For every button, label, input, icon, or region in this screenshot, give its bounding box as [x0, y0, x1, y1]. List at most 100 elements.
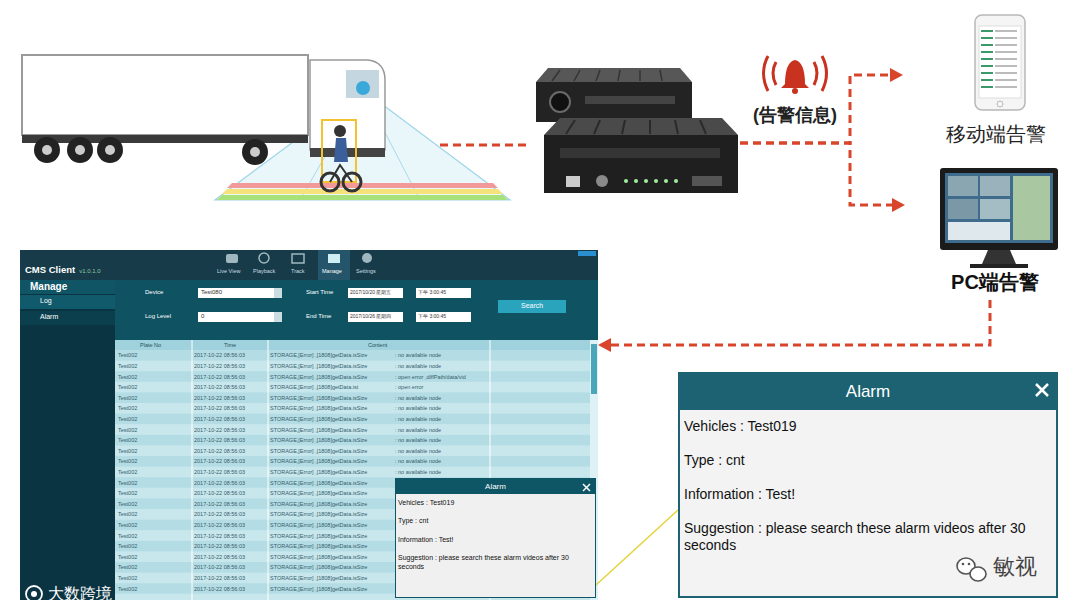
table-cell: Test002 — [118, 384, 137, 390]
table-cell: 2017-10-22 08:56:03 — [194, 469, 245, 475]
node-text: Information : Test! — [398, 536, 593, 544]
form-value: 下午 3:00:45 — [418, 290, 446, 296]
connector — [740, 68, 903, 143]
table-cell: 2017-10-22 08:56:03 — [194, 458, 245, 464]
table-cell: Test002 — [118, 501, 137, 507]
mdvr-device — [536, 68, 738, 193]
table-cell: 2017-10-22 08:56:03 — [194, 522, 245, 528]
table-cell: 2017-10-22 08:56:03 — [194, 427, 245, 433]
table-cell: Test002 — [118, 352, 137, 358]
table-cell: : no available node — [395, 405, 441, 411]
table-cell: 2017-10-22 08:56:03 — [194, 575, 245, 581]
table-cell: Test002 — [118, 363, 137, 369]
table-cell: 2017-10-22 08:56:03 — [194, 384, 245, 390]
table-cell: 2017-10-22 08:56:03 — [194, 405, 245, 411]
table-header: Time — [224, 342, 236, 348]
cms-client-window: CMS Clientv1.0.1.0AlarmVehicles : Test01… — [20, 250, 598, 600]
truck-figure — [22, 55, 385, 165]
table-cell: 2017-10-22 08:56:03 — [194, 363, 245, 369]
table-cell: 2017-10-22 08:56:03 — [194, 511, 245, 517]
table-cell: 2017-10-22 08:56:03 — [194, 437, 245, 443]
alarm-popup-small: AlarmVehicles : Test019Type : cntInforma… — [395, 478, 596, 598]
table-cell: STORAGE,[Error] ,[1808]getData.isSize — [270, 374, 367, 380]
table-cell: Test002 — [118, 405, 137, 411]
table-cell: Test002 — [118, 543, 137, 549]
arrowhead — [892, 198, 905, 212]
table-cell: Test002 — [118, 416, 137, 422]
node-text: Suggestion : please search these alarm v… — [398, 554, 593, 571]
table-header: Plate No — [140, 342, 161, 348]
table-cell: STORAGE,[Error] ,[1808]getData.isSize — [270, 437, 367, 443]
form-value: 2017/10/26 星期四 — [350, 314, 391, 320]
table-cell: : no available node — [395, 352, 441, 358]
table-cell: : no available node — [395, 416, 441, 422]
connector — [598, 300, 990, 352]
table-cell: STORAGE,[Error] ,[1808]getData.isSize — [270, 458, 367, 464]
pc-alarm-node: PC端告警 — [905, 165, 1070, 300]
table-cell: STORAGE,[Error] ,[1808]getData.isSize — [270, 480, 367, 486]
form-label: End Time — [306, 313, 331, 320]
table-cell: STORAGE,[Error] ,[1808]getData.isSize — [270, 564, 367, 570]
table-cell: Test002 — [118, 522, 137, 528]
nav-tab: Playback — [253, 268, 275, 274]
table-cell: : no available node — [395, 437, 441, 443]
form-value: Test080 — [201, 289, 222, 296]
table-cell: : open error — [395, 384, 423, 390]
mdvr-node — [528, 62, 740, 198]
connector-line — [740, 75, 891, 143]
table-cell: Test002 — [118, 533, 137, 539]
table-cell: Test002 — [118, 575, 137, 581]
table-cell: 2017-10-22 08:56:03 — [194, 352, 245, 358]
table-cell: 2017-10-22 08:56:03 — [194, 448, 245, 454]
table-cell: 2017-10-22 08:56:03 — [194, 480, 245, 486]
sidebar-item: Log — [40, 297, 52, 305]
connector-line — [740, 143, 893, 205]
table-cell: Test002 — [118, 374, 137, 380]
table-cell: STORAGE,[Error] ,[1808]getData.isSize — [270, 501, 367, 507]
table-cell: Test002 — [118, 458, 137, 464]
node-text: 移动端告警 — [903, 121, 1070, 148]
table-cell: STORAGE,[Error] ,[1808]getData.isSize — [270, 352, 367, 358]
table-cell: STORAGE,[Error] ,[1808]getData.isSize — [270, 554, 367, 560]
nav-tab: Track — [291, 268, 305, 274]
node-text: Type : cnt — [684, 452, 1052, 469]
table-cell: STORAGE,[Error] ,[1808]getData.isSize — [270, 363, 367, 369]
connector — [740, 143, 905, 212]
node-text: Vehicles : Test019 — [684, 418, 1052, 435]
form-value: 下午 3:00:45 — [418, 314, 446, 320]
table-cell: STORAGE,[Error] ,[1808]getData.isSize — [270, 469, 367, 475]
table-cell: 2017-10-22 08:56:03 — [194, 490, 245, 496]
table-cell: : open error ,diffPath/data/vid — [395, 374, 466, 380]
edge-label: (告警信息) — [751, 103, 839, 127]
node-text: v1.0.1.0 — [79, 268, 100, 274]
nav-tab: Settings — [356, 268, 376, 274]
watermark: 敏视 — [993, 555, 1037, 579]
form-label: Device — [145, 289, 163, 296]
table-cell: : no available node — [395, 427, 441, 433]
table-cell: 2017-10-22 08:56:03 — [194, 586, 245, 592]
node-text: PC端告警 — [905, 269, 1070, 296]
table-cell: : no available node — [395, 363, 441, 369]
table-cell: STORAGE,[Error] ,[1808]getData.isSize — [270, 490, 367, 496]
table-cell: STORAGE,[Error] ,[1808]getData.isSize — [270, 586, 367, 592]
table-cell: Test002 — [118, 554, 137, 560]
table-cell: STORAGE,[Error] ,[1808]getData.isSize — [270, 448, 367, 454]
connector-line — [440, 144, 528, 147]
watermark-logo — [26, 586, 42, 602]
truck-node — [15, 50, 440, 205]
table-cell: Test002 — [118, 437, 137, 443]
node-text: Information : Test! — [684, 486, 1052, 503]
form-value: 0 — [201, 313, 204, 320]
cms-window-frame — [20, 250, 598, 600]
alarm-bell-icon — [764, 56, 827, 94]
table-cell: Test002 — [118, 448, 137, 454]
mobile-alarm-node: 移动端告警 — [903, 10, 1070, 152]
phone-icon — [975, 15, 1025, 110]
table-cell: 2017-10-22 08:56:03 — [194, 533, 245, 539]
table-cell: 2017-10-22 08:56:03 — [194, 564, 245, 570]
cyclist-figure — [321, 120, 361, 191]
form-value: 2017/10/20 星期五 — [350, 290, 391, 296]
table-cell: 2017-10-22 08:56:03 — [194, 501, 245, 507]
table-cell: 2017-10-22 08:56:03 — [194, 416, 245, 422]
node-heading: Alarm — [680, 374, 1056, 410]
